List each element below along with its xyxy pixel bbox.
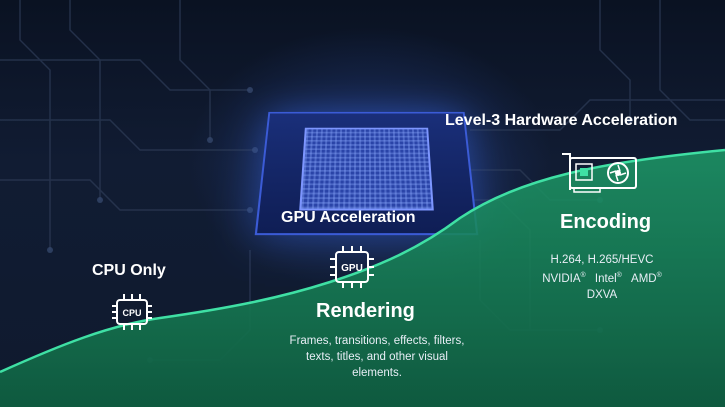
encoding-vendors: NVIDIA® Intel® AMD® (522, 268, 682, 287)
vendor-nvidia: NVIDIA® (542, 272, 586, 285)
curve-line (0, 148, 725, 374)
cpu-only-title: CPU Only (92, 262, 166, 279)
vendor-intel: Intel® (594, 272, 622, 285)
rendering-description: Frames, transitions, effects, filters, t… (289, 335, 465, 379)
hardware-acceleration-title: Level-3 Hardware Acceleration (445, 112, 678, 129)
curve-area (0, 150, 725, 407)
encoding-api: DXVA (586, 288, 618, 301)
graphics-card-icon (562, 153, 637, 193)
vendor-amd: AMD® (631, 272, 662, 285)
rendering-heading: Rendering (316, 300, 415, 322)
cpu-icon-label: CPU (122, 308, 141, 318)
gpu-chip-icon: GPU (330, 246, 374, 288)
encoding-heading: Encoding (560, 211, 652, 233)
gpu-acceleration-title: GPU Acceleration (281, 209, 416, 226)
gpu-icon-label: GPU (341, 263, 363, 274)
encoding-description: H.264, H.265/HEVC NVIDIA® Intel® AMD® DX… (522, 252, 682, 303)
encoding-codecs: H.264, H.265/HEVC (550, 254, 654, 266)
cpu-chip-icon: CPU (112, 294, 152, 330)
